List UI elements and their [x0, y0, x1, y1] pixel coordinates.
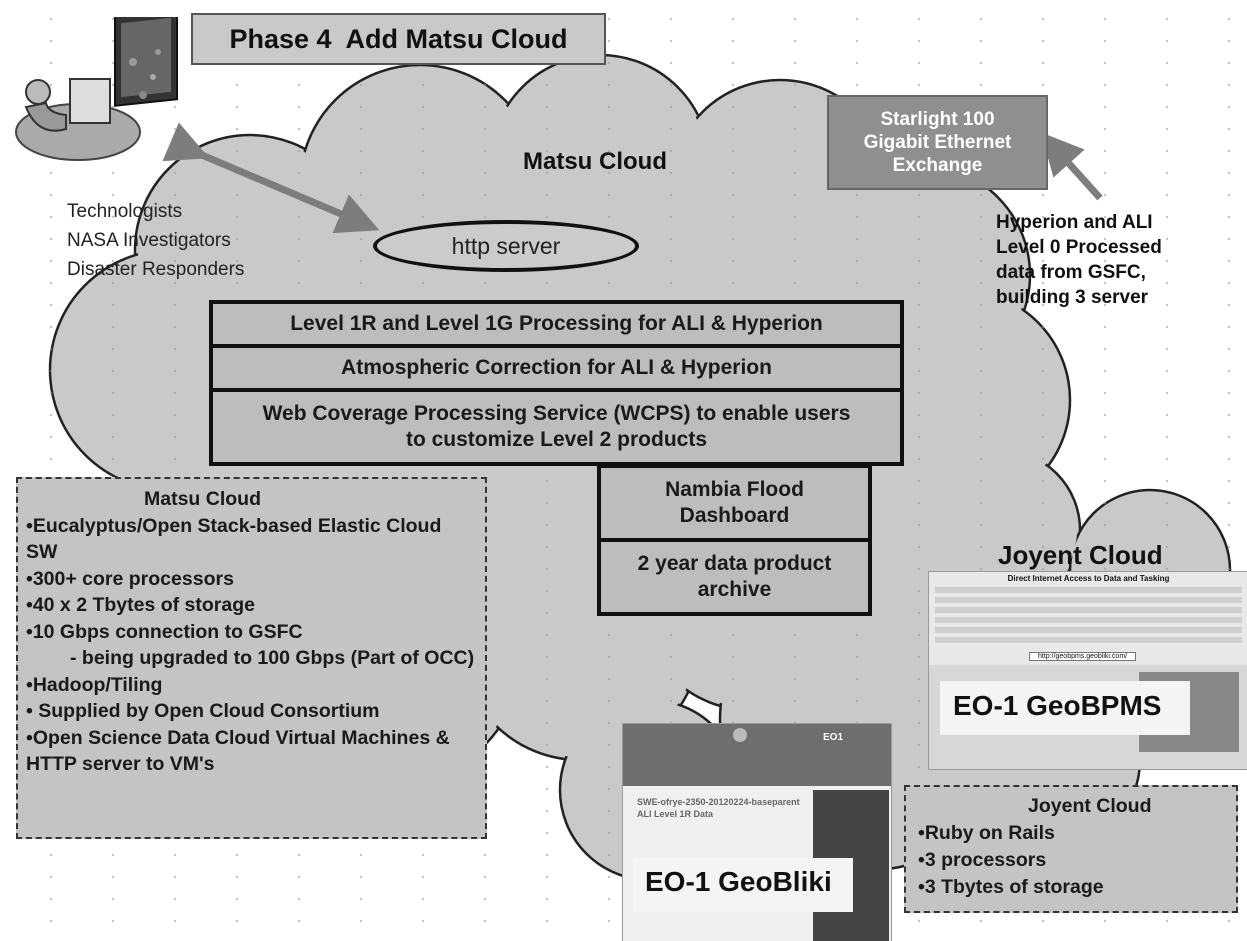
nambia-dashboard-box: Nambia Flood Dashboard: [597, 464, 872, 542]
hyperion-line: building 3 server: [996, 287, 1149, 308]
wcps-label: Web Coverage Processing Service (WCPS) t…: [262, 401, 851, 451]
joyent-info-heading: Joyent Cloud: [1028, 795, 1152, 817]
geobliki-label: EO-1 GeoBliki: [645, 866, 832, 897]
geobliki-post-title: SWE-ofrye-2350-20120224-baseparent ALI L…: [637, 797, 800, 819]
user-workstation-icon: [15, 17, 178, 161]
hyperion-line: Hyperion and ALI: [996, 212, 1153, 233]
geobpms-header: Direct Internet Access to Data and Taski…: [1007, 574, 1170, 583]
matsu-info-heading: Matsu Cloud: [144, 488, 261, 510]
matsu-cloud-label: Matsu Cloud: [523, 148, 667, 175]
hyperion-line: Level 0 Processed: [996, 237, 1162, 258]
hyperion-line: data from GSFC,: [996, 262, 1146, 283]
page-title: Phase 4 Add Matsu Cloud: [229, 23, 568, 54]
matsu-info-box: Matsu Cloud •Eucalyptus/Open Stack-based…: [16, 477, 487, 839]
processing-level1-label: Level 1R and Level 1G Processing for ALI…: [290, 311, 823, 335]
matsu-info-item: •10 Gbps connection to GSFC: [26, 620, 303, 643]
geobpms-label: EO-1 GeoBPMS: [953, 690, 1162, 721]
joyent-cloud-label: Joyent Cloud: [998, 540, 1163, 570]
user-group: NASA Investigators: [67, 230, 231, 251]
matsu-info-item: •Hadoop/Tiling: [26, 673, 163, 696]
matsu-info-item: •Eucalyptus/Open Stack-based Elastic Clo…: [26, 514, 442, 564]
starlight-line: Gigabit Ethernet: [863, 132, 1012, 153]
matsu-info-item: - being upgraded to 100 Gbps (Part of OC…: [70, 647, 475, 669]
processing-level1-box: Level 1R and Level 1G Processing for ALI…: [209, 300, 904, 348]
user-group: Disaster Responders: [67, 259, 245, 280]
geobpms-url: http://geobpms.geobliki.com/: [1029, 652, 1137, 661]
user-groups: Technologists NASA Investigators Disaste…: [67, 197, 244, 284]
matsu-info-item: •40 x 2 Tbytes of storage: [26, 594, 255, 616]
data-archive-box: 2 year data product archive: [597, 538, 872, 616]
nambia-dashboard-label: Nambia Flood Dashboard: [665, 477, 804, 527]
data-archive-label: 2 year data product archive: [637, 551, 832, 601]
starlight-line: Starlight 100: [880, 109, 995, 130]
joyent-info-item: •Ruby on Rails: [918, 822, 1055, 844]
joyent-info-item: •3 processors: [918, 849, 1047, 871]
matsu-info-item: • Supplied by Open Cloud Consortium: [26, 700, 380, 722]
user-group: Technologists: [67, 201, 183, 222]
wcps-box: Web Coverage Processing Service (WCPS) t…: [209, 388, 904, 466]
hyperion-note: Hyperion and ALI Level 0 Processed data …: [996, 210, 1162, 310]
atmospheric-correction-box: Atmospheric Correction for ALI & Hyperio…: [209, 344, 904, 392]
joyent-info-box: Joyent Cloud •Ruby on Rails •3 processor…: [904, 785, 1238, 913]
geobpms-screenshot: Direct Internet Access to Data and Taski…: [928, 571, 1247, 770]
starlight-line: Exchange: [892, 155, 983, 176]
title-box: Phase 4 Add Matsu Cloud: [191, 13, 606, 65]
http-server-label: http server: [451, 232, 561, 259]
http-server-node: http server: [373, 220, 639, 272]
atmospheric-correction-label: Atmospheric Correction for ALI & Hyperio…: [341, 355, 772, 379]
starlight-exchange-box: Starlight 100 Gigabit Ethernet Exchange: [827, 95, 1048, 190]
geobliki-header: EO1: [823, 732, 844, 743]
matsu-info-item: •Open Science Data Cloud Virtual Machine…: [26, 726, 450, 776]
joyent-info-item: •3 Tbytes of storage: [918, 876, 1104, 898]
matsu-info-item: •300+ core processors: [26, 567, 234, 590]
